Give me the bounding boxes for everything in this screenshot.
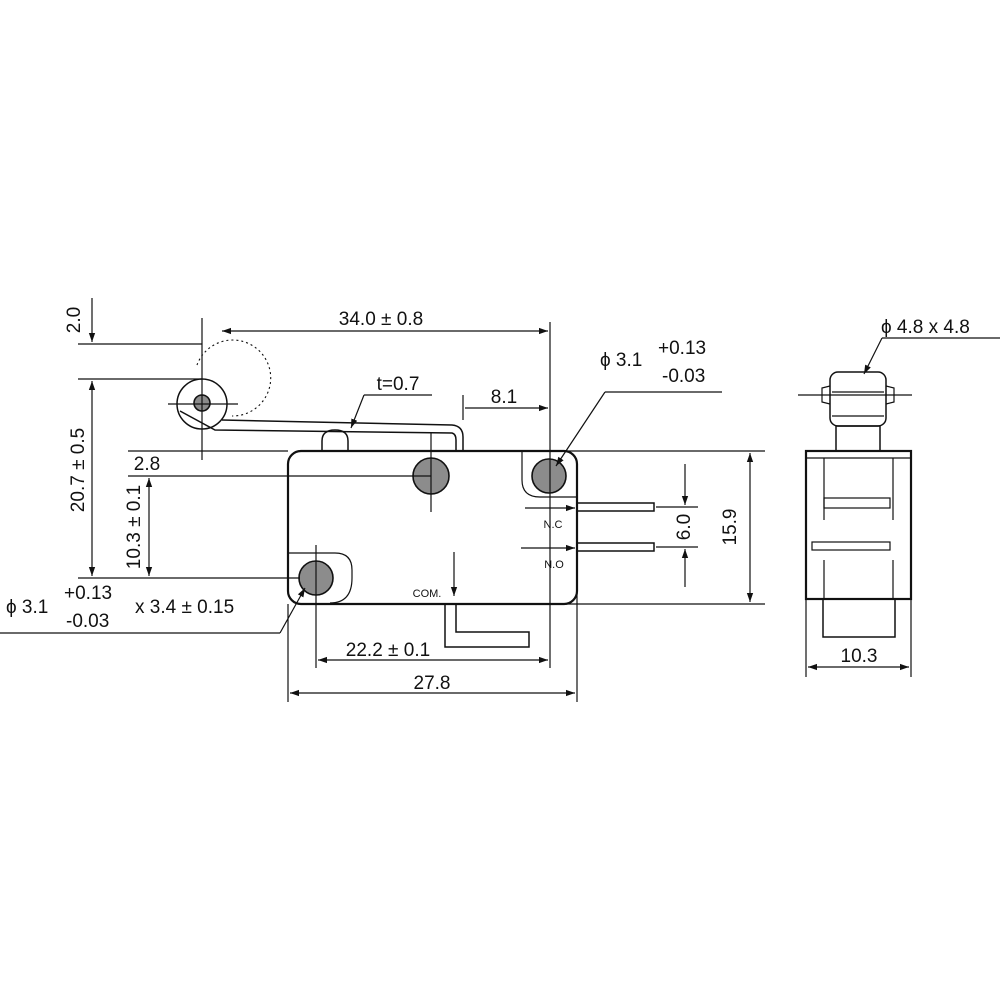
side-roller (829, 371, 887, 427)
dim-tol-minus-bottom: -0.03 (66, 611, 109, 632)
dim-34: 34.0 ± 0.8 (339, 309, 423, 330)
dim-10-3-side: 10.3 (841, 646, 878, 667)
dim-10-3: 10.3 ± 0.1 (124, 485, 145, 569)
switch-body (286, 449, 579, 606)
dim-2: 2.0 (64, 307, 85, 333)
terminal-com (444, 604, 530, 648)
dim-8-1: 8.1 (491, 387, 517, 408)
lever-inner (179, 410, 457, 451)
dim-tol-plus-top: +0.13 (658, 338, 706, 359)
dim-tol-plus-bottom: +0.13 (64, 583, 112, 604)
dim-2-8: 2.8 (134, 454, 160, 475)
dim-15-9: 15.9 (720, 509, 741, 546)
side-view (798, 337, 1000, 677)
dim-phi31-top: ϕ 3.1 (600, 350, 642, 371)
side-base (822, 598, 896, 638)
dim-phi31-bottom: ϕ 3.1 (6, 597, 48, 618)
dim-27-8: 27.8 (414, 673, 451, 694)
dim-phi48: ϕ 4.8 x 4.8 (881, 317, 970, 338)
dimension-labels: 34.0 ± 0.8 2.0 t=0.7 8.1 ϕ 3.1 +0.13 -0.… (6, 307, 970, 694)
roller-travel-arc (196, 339, 272, 417)
terminal-no (576, 542, 655, 552)
dim-x34: x 3.4 ± 0.15 (135, 597, 234, 618)
label-no: N.O (544, 559, 564, 571)
front-dimensions (0, 298, 765, 702)
side-body (804, 449, 913, 601)
side-lever (835, 425, 881, 452)
dim-tol-minus-top: -0.03 (662, 366, 705, 387)
dim-20-7: 20.7 ± 0.5 (68, 428, 89, 512)
dim-6-0: 6.0 (674, 514, 695, 540)
lever (221, 419, 464, 451)
plunger (321, 429, 349, 451)
dim-t07: t=0.7 (377, 374, 420, 395)
mounting-hole-top-right (531, 458, 567, 494)
label-nc: N.C (544, 519, 563, 531)
front-view (168, 318, 655, 668)
label-com: COM. (413, 588, 442, 600)
corner-recess-bottom-left (289, 552, 353, 604)
corner-recess-top-right (521, 452, 577, 498)
terminal-nc (576, 502, 655, 512)
dim-22-2: 22.2 ± 0.1 (346, 640, 430, 661)
